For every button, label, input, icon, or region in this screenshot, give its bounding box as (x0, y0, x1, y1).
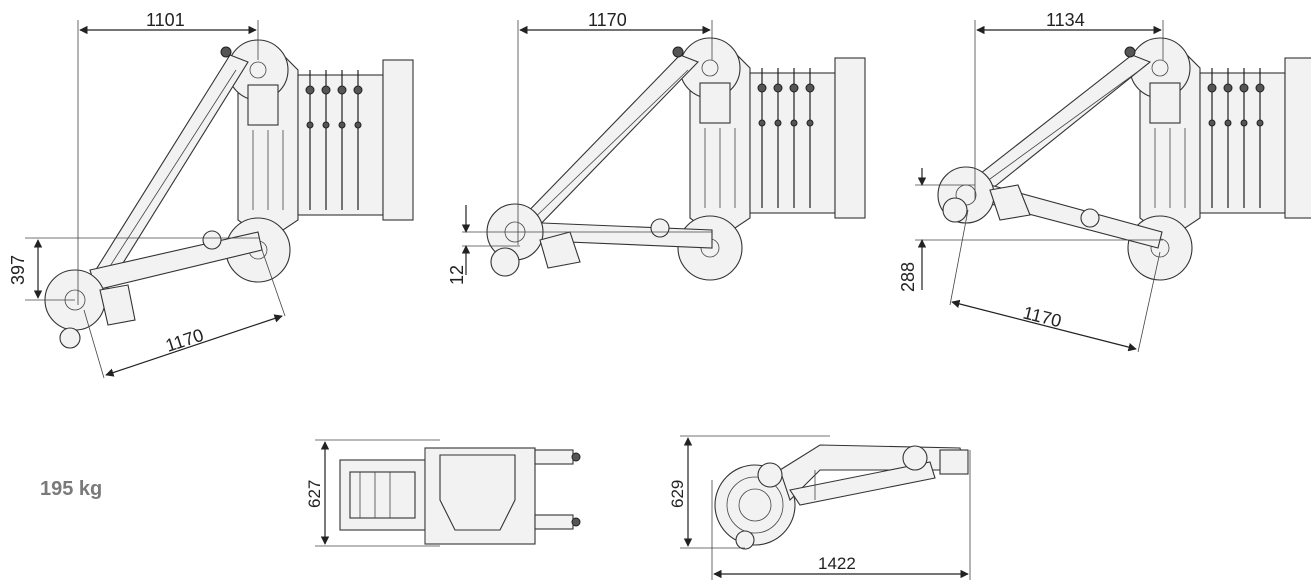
folded-top-height-label: 627 (305, 480, 324, 508)
folded-side-height-label: 629 (668, 480, 687, 508)
view3-side-height-label: 288 (898, 262, 918, 292)
view3-machine (937, 37, 1311, 281)
view1-machine (44, 39, 414, 349)
folded-side-machine (714, 444, 969, 550)
folded-top-machine (339, 447, 581, 545)
folded-top-dimensions (315, 439, 440, 547)
view1-arm-length-label: 1170 (163, 325, 206, 356)
view2-machine (486, 37, 866, 281)
view2-top-width-label: 1170 (588, 10, 627, 30)
weight-label: 195 kg (40, 478, 103, 500)
view3-arm-length-label: 1170 (1021, 302, 1063, 331)
view1-side-height-label: 397 (8, 255, 28, 285)
folded-side-dimensions (680, 435, 971, 580)
folded-side-length-label: 1422 (818, 554, 856, 573)
view3-top-width-label: 1134 (1046, 10, 1085, 30)
view3-dimensions (915, 20, 1164, 353)
view2-side-height-label: 12 (447, 265, 467, 285)
view2-dimensions (461, 20, 713, 275)
view1-top-width-label: 1101 (146, 10, 185, 30)
view1-dimensions (25, 20, 286, 379)
